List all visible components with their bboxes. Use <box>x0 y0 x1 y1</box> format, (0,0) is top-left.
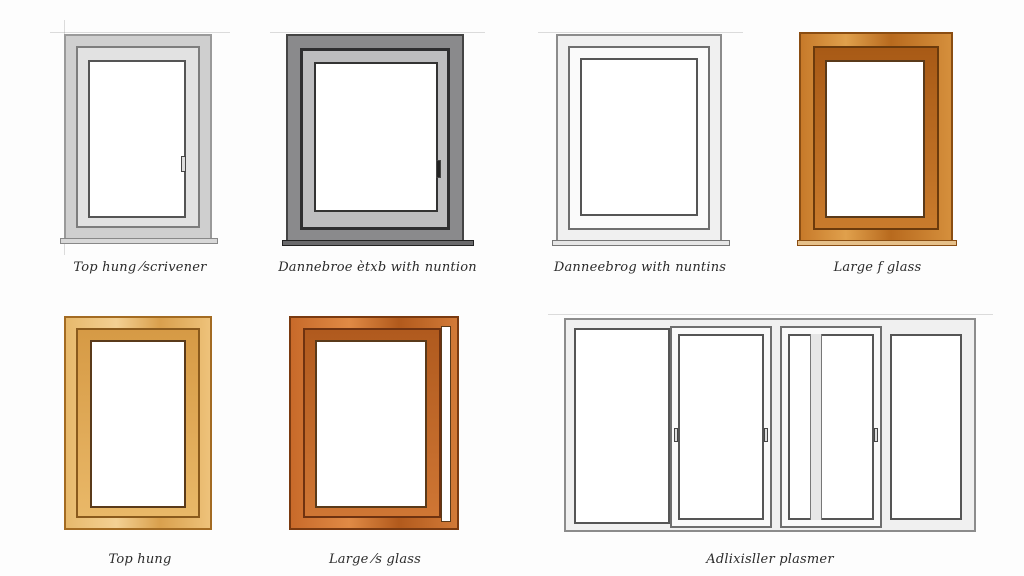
side-vent <box>441 326 451 522</box>
sill <box>797 240 957 246</box>
window-sliding-white <box>548 312 993 537</box>
glass-pane <box>314 62 438 212</box>
window-label: Danneebrog with nuntins <box>553 260 727 275</box>
pane-3-divider <box>810 334 822 520</box>
pane-1 <box>574 328 670 524</box>
window-label: Large ⁄s glass <box>328 552 422 567</box>
pane-2 <box>678 334 764 520</box>
window-large-glass-oak <box>795 28 960 250</box>
glass-pane <box>90 340 186 508</box>
glass-pane <box>580 58 698 216</box>
window-dannebrog-dark <box>270 28 485 250</box>
handle-icon <box>674 428 678 442</box>
pane-4 <box>890 334 962 520</box>
glass-pane <box>315 340 427 508</box>
glass-pane <box>88 60 186 218</box>
sill <box>282 240 474 246</box>
window-label: Large f glass <box>833 260 922 275</box>
window-label: Top hung ⁄scrivener <box>73 260 207 275</box>
sill <box>60 238 218 244</box>
window-dannebrog-white <box>538 28 743 250</box>
guide-line <box>50 32 230 33</box>
handle-icon <box>436 160 441 178</box>
window-top-hung-grey <box>50 20 230 255</box>
window-label: Dannebroe ètxb with nuntion <box>278 260 477 275</box>
window-label: Adlixisller plasmer <box>706 552 834 567</box>
handle-icon <box>764 428 768 442</box>
sill <box>552 240 730 246</box>
window-large-glass-teak <box>285 312 465 537</box>
guide-line <box>270 32 485 33</box>
window-top-hung-pine <box>60 312 220 537</box>
guide-line <box>538 32 743 33</box>
handle-icon <box>874 428 878 442</box>
window-label: Top hung <box>108 552 172 567</box>
handle-icon <box>181 156 186 172</box>
pane-3 <box>788 334 874 520</box>
guide-line <box>548 314 993 315</box>
glass-pane <box>825 60 925 218</box>
